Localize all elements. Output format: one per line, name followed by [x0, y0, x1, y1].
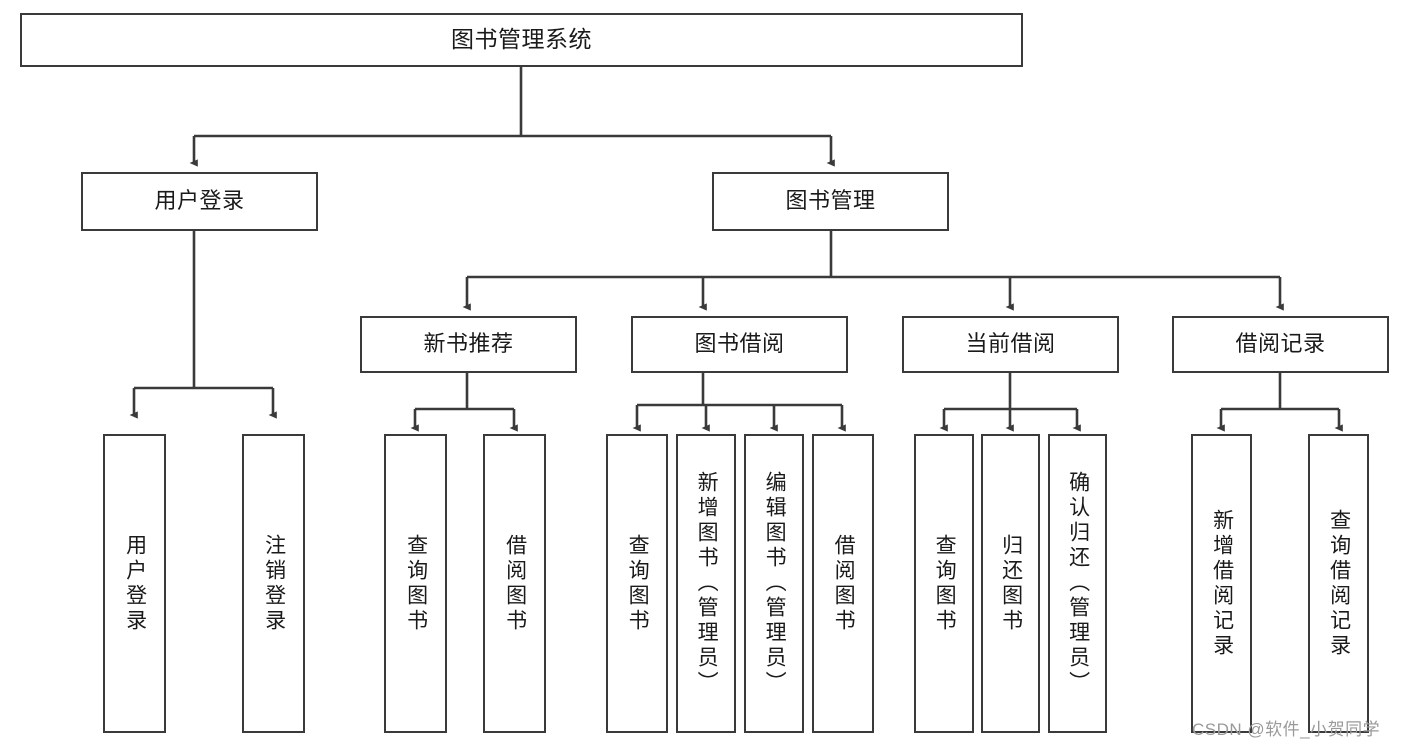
csdn-watermark: CSDN @软件_小贺同学 [1192, 720, 1381, 739]
leaf-borrow-record-query-record[interactable]: 查询借阅记录 [1308, 434, 1369, 733]
leaf-current-borrow-confirm-return[interactable]: 确认归还（管理员） [1048, 434, 1107, 733]
node-root-system[interactable]: 图书管理系统 [20, 13, 1023, 67]
node-label: 查询借阅记录 [1327, 508, 1351, 659]
node-label: 查询图书 [933, 533, 957, 634]
node-label: 确认归还（管理员） [1066, 471, 1090, 696]
leaf-user-login-login[interactable]: 用户登录 [103, 434, 166, 733]
node-label: 编辑图书（管理员） [763, 471, 787, 696]
node-label: 借阅图书 [503, 533, 527, 634]
node-label: 注销登录 [262, 533, 286, 634]
leaf-user-login-logout[interactable]: 注销登录 [242, 434, 305, 733]
leaf-book-borrow-add-book[interactable]: 新增图书（管理员） [676, 434, 736, 733]
leaf-new-book-query-book[interactable]: 查询图书 [384, 434, 447, 733]
node-current-borrow[interactable]: 当前借阅 [902, 316, 1119, 373]
leaf-new-book-borrow-book[interactable]: 借阅图书 [483, 434, 546, 733]
node-label: 借阅记录 [1235, 331, 1326, 357]
node-label: 新书推荐 [423, 331, 514, 357]
node-user-login[interactable]: 用户登录 [81, 172, 318, 231]
node-label: 归还图书 [999, 533, 1023, 634]
node-book-borrow[interactable]: 图书借阅 [631, 316, 848, 373]
node-book-management[interactable]: 图书管理 [712, 172, 949, 231]
node-label: 图书管理系统 [451, 26, 592, 53]
node-label: 用户登录 [123, 533, 147, 634]
node-label: 借阅图书 [832, 533, 856, 634]
leaf-borrow-record-add-record[interactable]: 新增借阅记录 [1191, 434, 1252, 733]
node-label: 当前借阅 [965, 331, 1056, 357]
node-borrow-record[interactable]: 借阅记录 [1172, 316, 1389, 373]
node-label: 新增图书（管理员） [695, 471, 719, 696]
node-label: 图书管理 [785, 188, 876, 214]
node-label: 查询图书 [404, 533, 428, 634]
node-label: 新增借阅记录 [1210, 508, 1234, 659]
node-label: 查询图书 [626, 533, 650, 634]
leaf-current-borrow-return-book[interactable]: 归还图书 [981, 434, 1040, 733]
leaf-book-borrow-edit-book[interactable]: 编辑图书（管理员） [744, 434, 804, 733]
leaf-book-borrow-borrow-book[interactable]: 借阅图书 [812, 434, 874, 733]
node-label: 用户登录 [154, 188, 245, 214]
node-label: 图书借阅 [694, 331, 785, 357]
leaf-book-borrow-query-book[interactable]: 查询图书 [606, 434, 668, 733]
leaf-current-borrow-query-book[interactable]: 查询图书 [914, 434, 974, 733]
node-new-book-recommend[interactable]: 新书推荐 [360, 316, 577, 373]
